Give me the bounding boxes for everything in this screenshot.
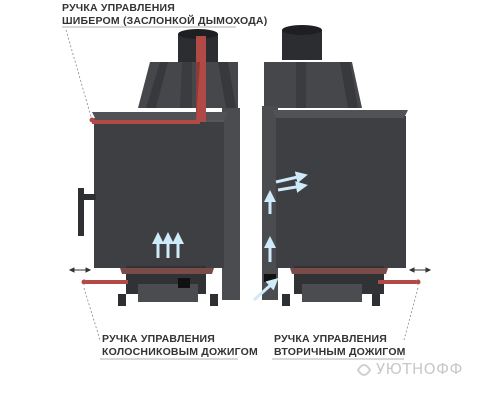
callout-underlines — [62, 26, 404, 360]
right-airflow — [252, 171, 308, 302]
left-chimney-top — [178, 29, 218, 39]
damper-knob-icon — [89, 117, 95, 123]
secondary-callout: РУЧКА УПРАВЛЕНИЯ ВТОРИЧНЫМ ДОЖИГОМ — [274, 333, 406, 359]
right-main-body — [276, 116, 406, 268]
secondary-leader — [403, 287, 419, 341]
watermark-logo-icon — [356, 364, 372, 376]
callout-leaders — [65, 29, 419, 341]
secondary-callout-line2: ВТОРИЧНЫМ ДОЖИГОМ — [274, 346, 406, 358]
secondary-callout-line1: РУЧКА УПРАВЛЕНИЯ — [274, 333, 387, 345]
left-airflow-up — [152, 232, 184, 258]
grate-leader — [83, 287, 101, 341]
damper-callout: РУЧКА УПРАВЛЕНИЯ ШИБЕРОМ (ЗАСЛОНКОЙ ДЫМО… — [62, 2, 267, 28]
left-door-handle — [78, 188, 96, 236]
watermark-text: УЮТНОФФ — [376, 360, 463, 378]
right-fireplace — [252, 25, 416, 306]
left-side-panel — [222, 108, 240, 300]
grate-knob-icon — [81, 279, 87, 285]
left-fireplace — [78, 29, 240, 306]
damper-callout-line1: РУЧКА УПРАВЛЕНИЯ — [62, 2, 175, 14]
secondary-knob-icon — [415, 279, 421, 285]
damper-leader — [65, 29, 93, 121]
damper-callout-line2: ШИБЕРОМ (ЗАСЛОНКОЙ ДЫМОХОДА) — [62, 15, 268, 27]
right-secondary-rod — [378, 280, 416, 284]
grate-callout: РУЧКА УПРАВЛЕНИЯ КОЛОСНИКОВЫМ ДОЖИГОМ — [102, 333, 258, 359]
grate-callout-line1: РУЧКА УПРАВЛЕНИЯ — [102, 333, 215, 345]
damper-rod — [196, 36, 206, 122]
grate-callout-line2: КОЛОСНИКОВЫМ ДОЖИГОМ — [102, 346, 258, 358]
right-push-pull-icon — [408, 267, 432, 273]
left-push-pull-icon — [68, 267, 92, 273]
right-hood — [264, 62, 362, 108]
left-grate-rod — [86, 280, 128, 284]
right-chimney-top — [282, 25, 322, 35]
